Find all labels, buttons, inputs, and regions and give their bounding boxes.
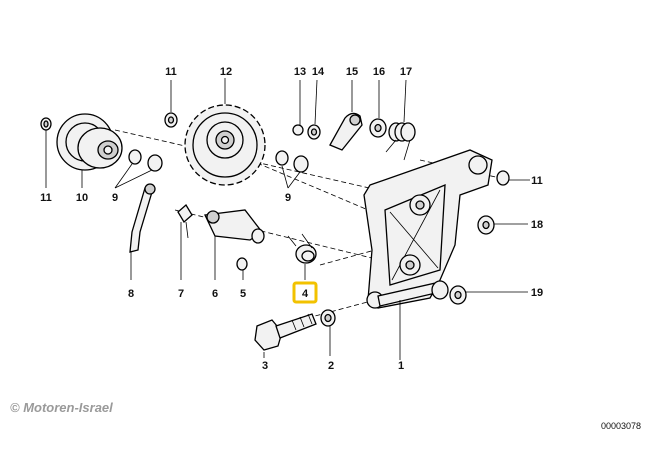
callout-11-left: 11 xyxy=(40,192,52,204)
leader-lines xyxy=(45,78,530,360)
callout-6: 6 xyxy=(212,288,218,300)
part-1-bracket xyxy=(363,149,493,309)
callout-5: 5 xyxy=(240,288,246,300)
callout-18: 18 xyxy=(531,219,543,231)
callout-16: 16 xyxy=(373,66,385,78)
callout-3: 3 xyxy=(262,360,268,372)
part-17-spring xyxy=(385,122,416,161)
part-11-washer-top xyxy=(164,112,178,128)
part-11-washer-right xyxy=(496,170,510,186)
callout-11-right: 11 xyxy=(531,175,543,187)
part-2-washer xyxy=(320,309,336,327)
part-12-gear xyxy=(184,104,266,186)
callout-14: 14 xyxy=(312,66,325,78)
copyright-notice: © Motoren-Israel xyxy=(10,400,113,415)
part-9-washers-right xyxy=(275,150,309,173)
callout-9-left: 9 xyxy=(112,192,118,204)
callout-4-highlight xyxy=(292,281,318,304)
part-5-washer xyxy=(236,257,248,271)
part-18-washer xyxy=(477,215,495,235)
callout-2: 2 xyxy=(328,360,334,372)
part-14-spring-ring xyxy=(307,124,321,140)
part-16-washer xyxy=(369,118,387,138)
callout-4: 4 xyxy=(302,288,309,300)
part-6-shaft xyxy=(204,209,265,244)
callout-9-right: 9 xyxy=(285,192,291,204)
callout-12: 12 xyxy=(220,66,232,78)
callout-17: 17 xyxy=(400,66,412,78)
callout-19: 19 xyxy=(531,287,543,299)
callout-labels: 11 12 13 14 15 16 17 11 10 9 9 11 18 19 … xyxy=(40,66,543,372)
callout-11-top-left: 11 xyxy=(165,66,177,78)
callout-1: 1 xyxy=(398,360,404,372)
part-19-washers xyxy=(431,280,467,305)
part-3-bolt xyxy=(254,313,317,351)
part-4-spring-clip xyxy=(287,233,317,264)
callout-13: 13 xyxy=(294,66,306,78)
part-9-washers-left xyxy=(128,149,163,172)
part-8-linkage-arm xyxy=(129,183,156,253)
callout-8: 8 xyxy=(128,288,134,300)
part-13-nut xyxy=(292,124,304,136)
part-15-lever xyxy=(329,112,363,151)
callout-15: 15 xyxy=(346,66,358,78)
part-7-clip xyxy=(177,203,193,239)
part-11-washer-left xyxy=(40,117,52,131)
part-10-sprocket xyxy=(56,113,123,171)
diagram-code: 00003078 xyxy=(601,421,641,431)
callout-7: 7 xyxy=(178,288,184,300)
callout-10: 10 xyxy=(76,192,88,204)
